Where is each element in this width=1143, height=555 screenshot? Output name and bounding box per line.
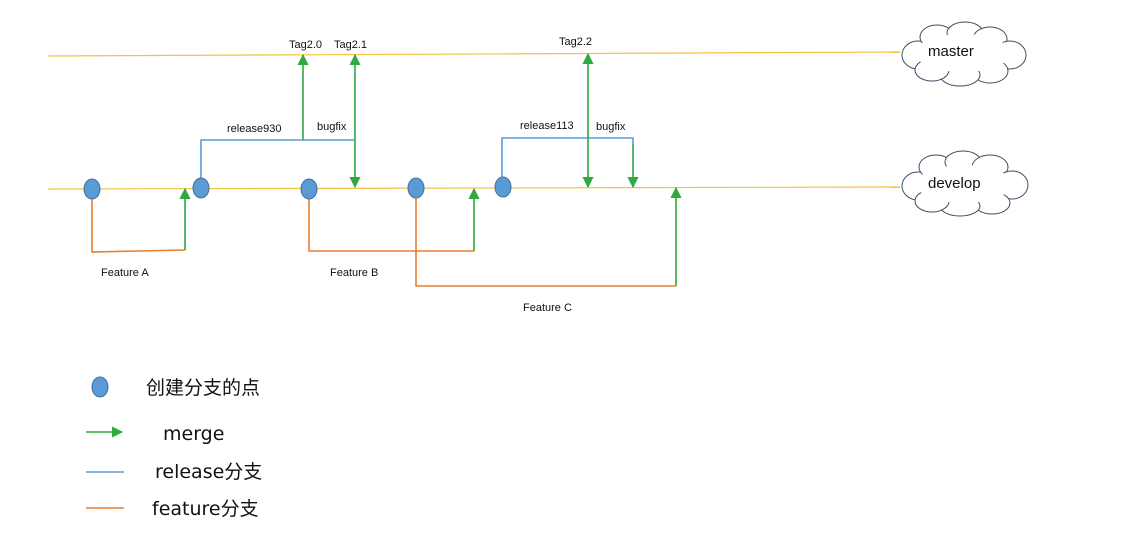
- legend-feature-label: feature分支: [152, 498, 259, 520]
- develop-cloud: develop: [901, 150, 1029, 217]
- bugfix1-label: bugfix: [317, 121, 347, 133]
- branch-point-feature-b: [300, 178, 318, 200]
- develop-line: [47, 186, 901, 190]
- bugfix2-label: bugfix: [596, 121, 626, 133]
- master-line: [47, 51, 901, 57]
- branch-point-feature-a: [83, 178, 101, 200]
- feature-a-branch: [91, 189, 186, 253]
- release113-label: release113: [520, 120, 574, 132]
- release930-branch: [200, 139, 355, 187]
- branch-point-release930: [192, 177, 210, 199]
- feature-a-label: Feature A: [101, 267, 149, 279]
- develop-label: develop: [928, 175, 981, 192]
- feature-b-branch: [308, 189, 474, 252]
- feature-c-branch: [415, 189, 676, 287]
- branch-point-release113: [494, 176, 512, 198]
- tag20-label: Tag2.0: [289, 39, 322, 51]
- master-cloud: master: [901, 21, 1027, 87]
- feature-b-label: Feature B: [330, 267, 378, 279]
- release113-branch: [501, 137, 634, 186]
- legend-branch-point-icon: [91, 376, 109, 398]
- feature-c-label: Feature C: [523, 302, 572, 314]
- legend-branch-point-label: 创建分支的点: [146, 377, 260, 399]
- master-label: master: [928, 43, 974, 60]
- branch-point-feature-c: [407, 177, 425, 199]
- tag21-label: Tag2.1: [334, 39, 367, 51]
- legend-release-label: release分支: [155, 461, 262, 483]
- legend-merge-label: merge: [163, 423, 224, 445]
- legend: 创建分支的点 merge release分支 feature分支: [86, 376, 262, 520]
- tag22-label: Tag2.2: [559, 36, 592, 48]
- release930-label: release930: [227, 123, 281, 135]
